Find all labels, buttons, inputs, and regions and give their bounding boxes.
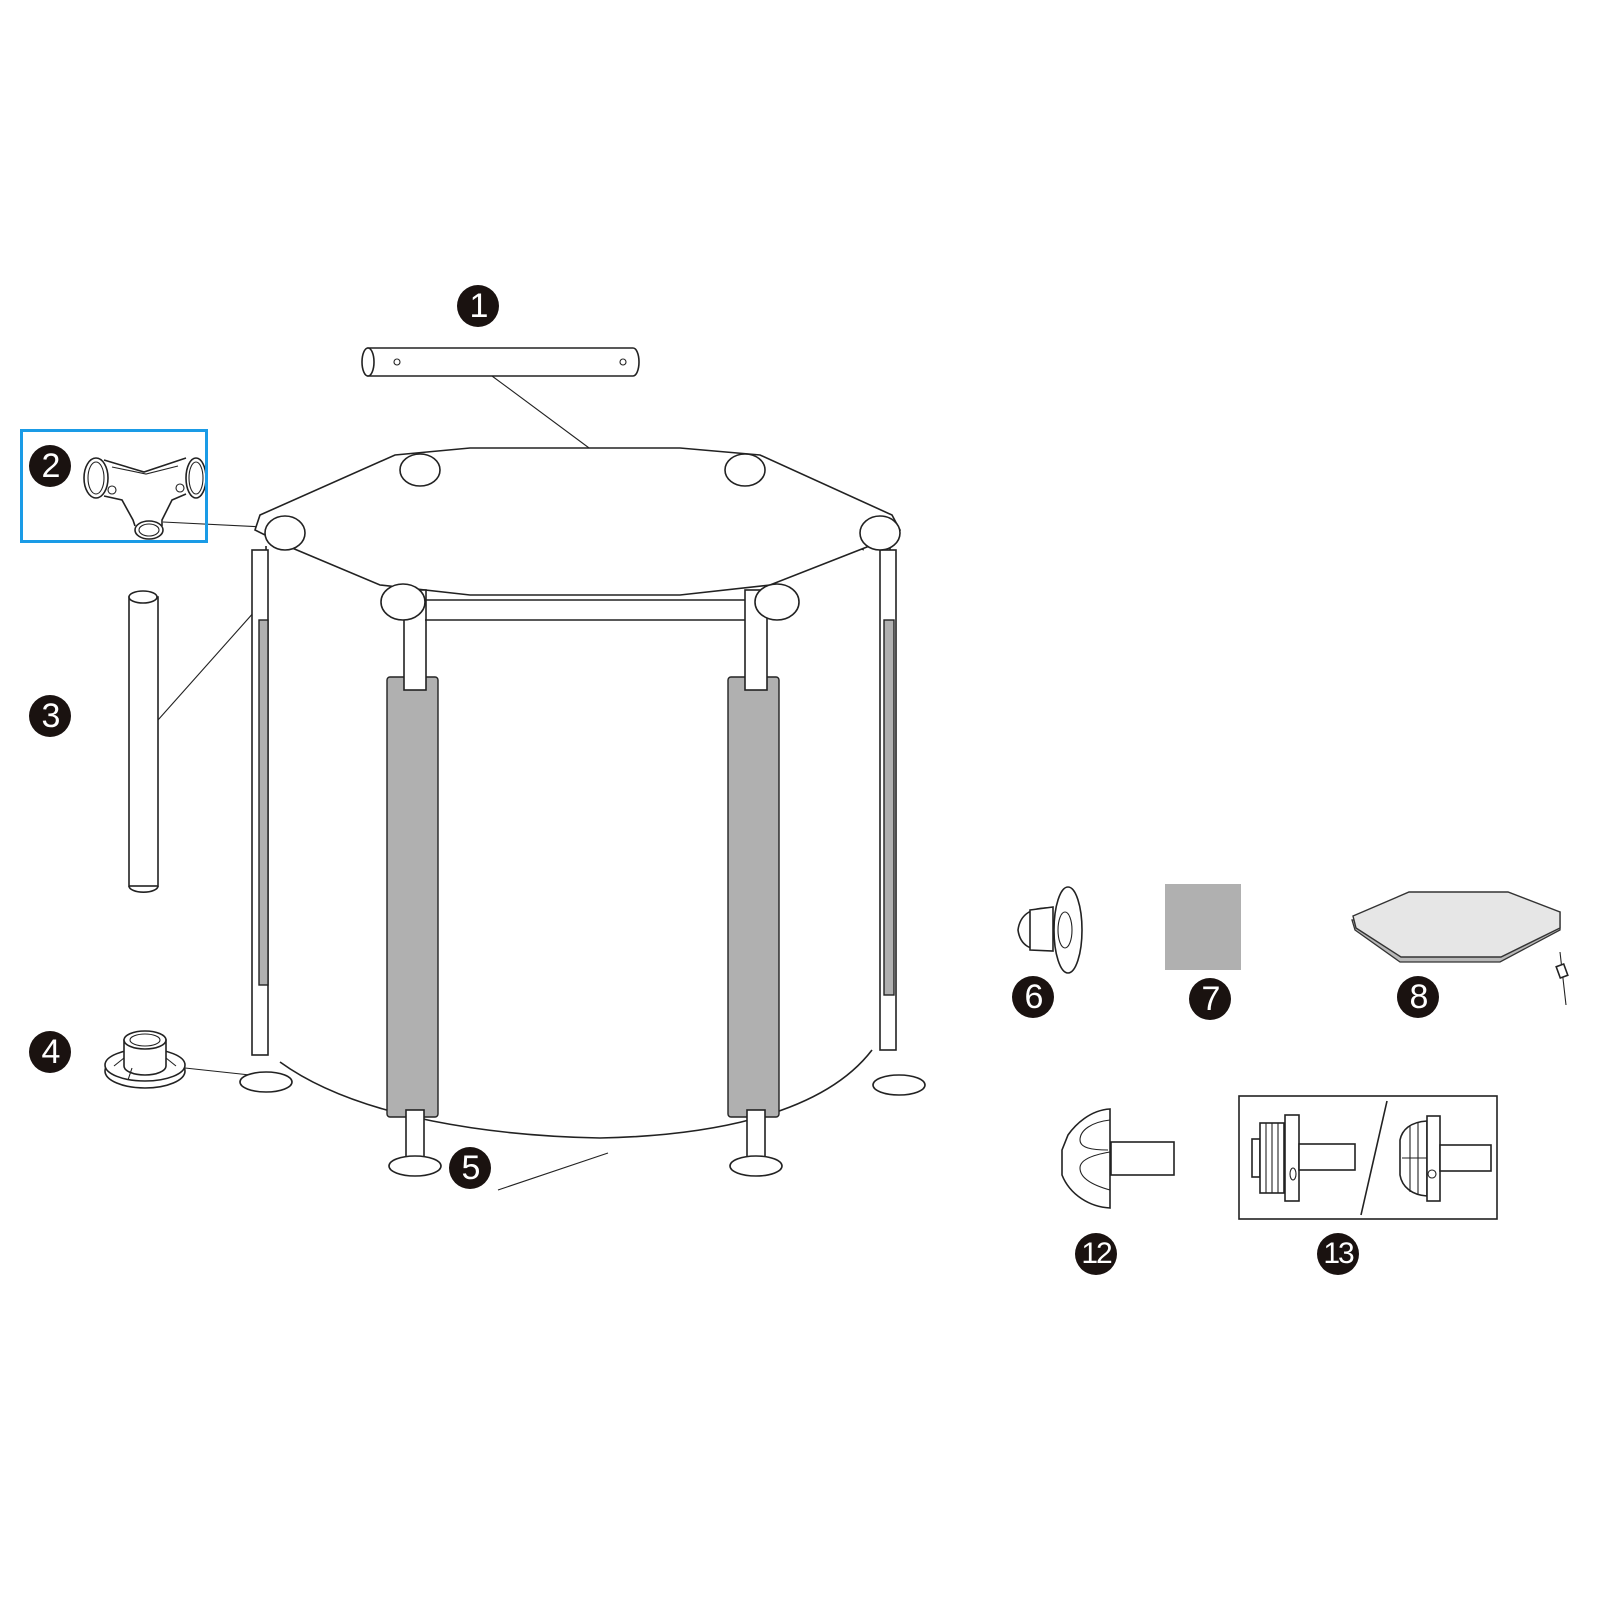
part-badge-7: 7 — [1189, 978, 1231, 1020]
part-badge-13: 13 — [1317, 1233, 1359, 1275]
leg-part — [128, 590, 264, 893]
drain-plug-part — [1017, 886, 1083, 974]
selected-part-highlight[interactable] — [20, 429, 208, 543]
repair-patch-part — [1165, 884, 1241, 970]
part-badge-1: 1 — [457, 285, 499, 327]
part-badge-2: 2 — [29, 445, 71, 487]
valves-part — [1238, 1095, 1498, 1220]
part-badge-5: 5 — [449, 1147, 491, 1189]
strainer-part — [1061, 1108, 1175, 1209]
part-badge-6: 6 — [1012, 976, 1054, 1018]
pool-assembly — [239, 447, 926, 1191]
part-badge-8: 8 — [1397, 976, 1439, 1018]
pool-cover-part — [1351, 891, 1569, 1006]
part-badge-4: 4 — [29, 1031, 71, 1073]
part-badge-12: 12 — [1075, 1233, 1117, 1275]
t-connector-part — [83, 457, 284, 540]
beam-part — [361, 347, 640, 466]
leg-cap-part — [104, 1030, 251, 1089]
part-badge-3: 3 — [29, 695, 71, 737]
